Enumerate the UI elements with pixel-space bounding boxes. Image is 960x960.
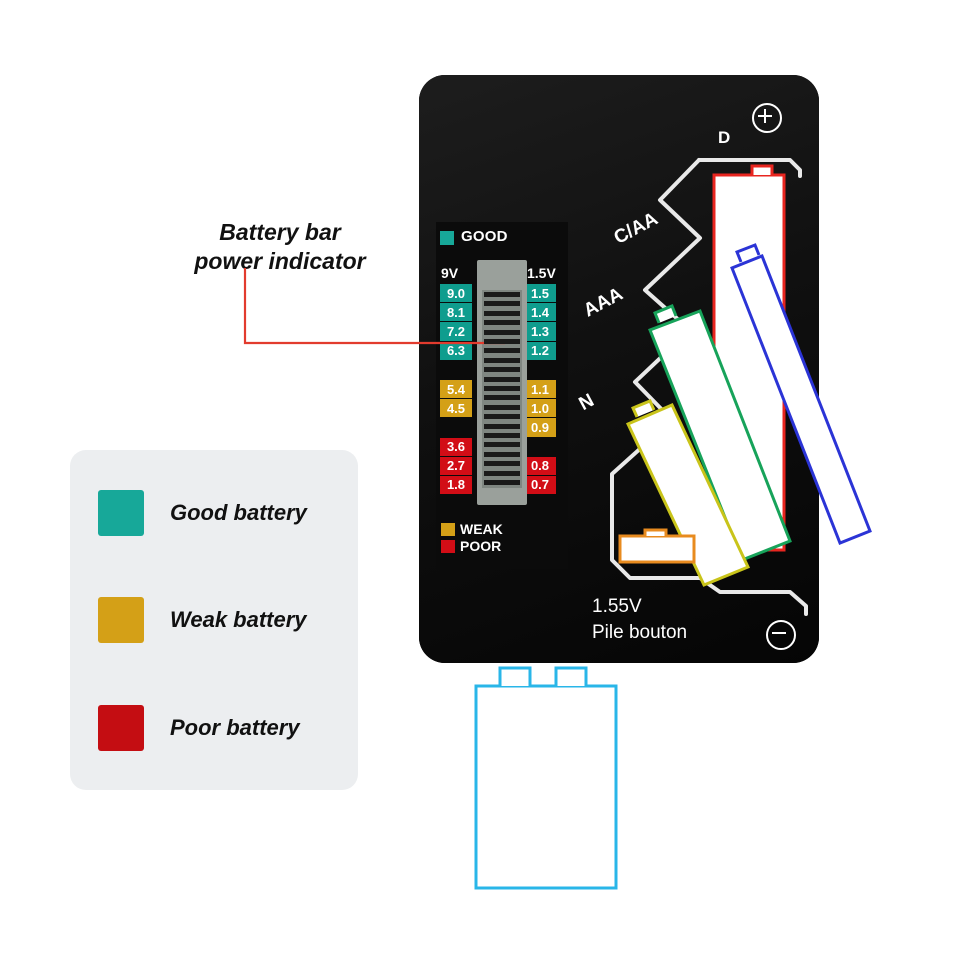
scale-tick-left-1: 8.1 (440, 303, 472, 322)
bar-segment (484, 470, 520, 476)
legend-item-poor: Poor battery (98, 705, 300, 751)
bar-segment (484, 442, 520, 448)
bar-segment (484, 480, 520, 485)
bar-segment (484, 292, 520, 297)
scale-tick-right-0: 1.5 (524, 284, 556, 303)
scale-tick-right-5: 1.1 (524, 379, 556, 399)
scale-tick-right-1: 1.4 (524, 303, 556, 322)
bar-segment (484, 310, 520, 316)
bar-segment (484, 339, 520, 344)
bar-segment (484, 320, 520, 326)
poor-label: POOR (460, 538, 502, 554)
annotation-callout: Battery bar power indicator (150, 218, 410, 276)
bar-segment (484, 329, 520, 335)
scale-tick-left-9: 2.7 (440, 456, 472, 475)
scale-tick-left-7 (440, 418, 472, 436)
scale-tick-right-7: 0.9 (524, 418, 556, 437)
button-cell-voltage: 1.55V (592, 596, 642, 617)
legend-swatch-poor (98, 705, 144, 751)
legend-label-weak: Weak battery (170, 607, 307, 632)
bar-segment (484, 433, 520, 438)
outline-9v-battery (474, 666, 618, 890)
slot-label-d: D (718, 128, 731, 147)
scale-tick-right-8 (524, 438, 556, 456)
bar-segment (484, 404, 520, 410)
scale-tick-right-9: 0.8 (524, 456, 556, 475)
good-indicator-swatch (440, 231, 454, 245)
scale-header-left: 9V (441, 265, 459, 281)
legend-label-good: Good battery (170, 500, 307, 525)
bar-segment (484, 348, 520, 354)
weak-swatch (441, 523, 455, 536)
button-cell-label: Pile bouton (592, 622, 688, 643)
scale-header-right: 1.5V (527, 265, 556, 281)
bar-segment (484, 376, 520, 382)
bar-segment (484, 414, 520, 420)
annotation-line2: power indicator (194, 247, 366, 274)
poor-swatch (441, 540, 455, 553)
legend-item-weak: Weak battery (98, 597, 307, 643)
bar-segment (484, 386, 520, 391)
legend-swatch-good (98, 490, 144, 536)
scale-tick-left-5: 5.4 (440, 379, 472, 399)
scale-tick-left-6: 4.5 (440, 399, 472, 418)
scale-tick-left-3: 6.3 (440, 341, 472, 360)
minus-icon (766, 620, 796, 650)
bar-segment (484, 357, 520, 363)
annotation-line1: Battery bar (219, 219, 341, 245)
bar-segment (484, 451, 520, 457)
scale-tick-right-2: 1.3 (524, 322, 556, 341)
scale-tick-right-10: 0.7 (524, 475, 556, 495)
scale-tick-left-0: 9.0 (440, 284, 472, 303)
legend-panel: Good battery Weak battery Poor battery (70, 450, 358, 790)
weak-label: WEAK (460, 521, 503, 537)
scale-tick-left-2: 7.2 (440, 322, 472, 341)
plus-icon (752, 103, 782, 133)
scale-tick-right-4 (524, 361, 556, 379)
scale-tick-left-4 (440, 361, 472, 379)
legend-label-poor: Poor battery (170, 715, 300, 740)
legend-item-good: Good battery (98, 490, 307, 536)
bar-segment (484, 461, 520, 467)
scale-tick-left-10: 1.8 (440, 475, 472, 495)
bar-segment (484, 367, 520, 373)
bar-segment (484, 301, 520, 307)
legend-swatch-weak (98, 597, 144, 643)
bar-segment (484, 423, 520, 429)
scale-tick-right-3: 1.2 (524, 341, 556, 360)
scale-tick-left-8: 3.6 (440, 437, 472, 456)
scale-tick-right-6: 1.0 (524, 399, 556, 418)
bar-segment (484, 395, 520, 401)
good-label: GOOD (461, 228, 508, 245)
